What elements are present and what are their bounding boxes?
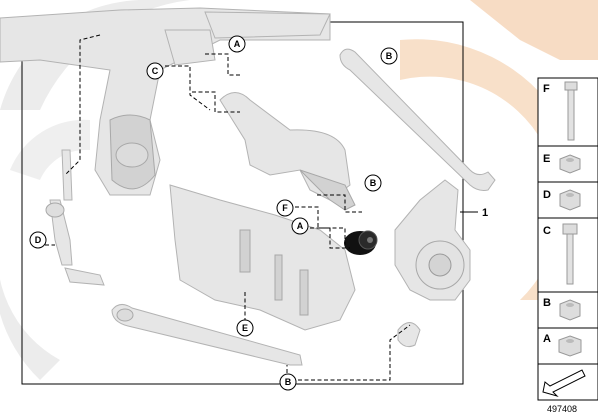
svg-text:B: B	[285, 377, 292, 387]
svg-text:F: F	[543, 83, 550, 95]
callout-b-top[interactable]: B	[380, 47, 398, 65]
bolt-short-icon	[562, 223, 578, 285]
svg-text:A: A	[543, 333, 551, 345]
panel-cell-b[interactable]: B	[543, 297, 581, 321]
callout-e-bottom[interactable]: E	[236, 319, 254, 337]
svg-text:B: B	[543, 297, 551, 309]
direction-arrow-icon	[542, 369, 586, 398]
callout-b-bottom[interactable]: B	[279, 373, 297, 391]
svg-text:E: E	[242, 323, 248, 333]
item-number-label: 1	[482, 207, 488, 219]
collar-nut-icon	[558, 335, 582, 357]
panel-cell-e[interactable]: E	[543, 153, 581, 174]
panel-cell-c[interactable]: C	[543, 223, 578, 285]
svg-text:A: A	[234, 39, 241, 49]
diagram-id: 497408	[547, 404, 577, 414]
svg-text:E: E	[543, 153, 550, 165]
svg-text:B: B	[370, 178, 377, 188]
panel-cell-d[interactable]: D	[543, 189, 581, 211]
callout-a-top[interactable]: A	[228, 35, 246, 53]
callout-a-mid[interactable]: A	[291, 217, 309, 235]
wheel-carrier	[394, 179, 471, 301]
panel-cell-f[interactable]: F	[543, 81, 578, 141]
hex-nut-icon	[559, 154, 581, 174]
svg-text:C: C	[543, 225, 551, 237]
svg-text:C: C	[152, 66, 159, 76]
bolt-long-icon	[564, 81, 578, 141]
svg-text:B: B	[386, 51, 393, 61]
callout-d-left[interactable]: D	[29, 231, 47, 249]
svg-text:D: D	[543, 189, 551, 201]
lower-trailing-link	[111, 304, 421, 366]
underbody-panel	[169, 184, 356, 331]
upper-rear-link	[339, 48, 496, 191]
svg-text:D: D	[35, 235, 42, 245]
panel-cell-a[interactable]: A	[543, 333, 582, 357]
callout-b-mid[interactable]: B	[364, 174, 382, 192]
svg-text:F: F	[282, 203, 288, 213]
flange-nut-icon	[559, 189, 581, 211]
hardware-panel	[537, 77, 598, 401]
rubber-bushing	[344, 230, 378, 255]
callout-f-mid[interactable]: F	[276, 199, 294, 217]
svg-text:A: A	[297, 221, 304, 231]
self-locking-nut-icon	[559, 299, 581, 321]
rear-axle-carrier	[0, 7, 331, 196]
callout-c-top[interactable]: C	[146, 62, 164, 80]
leader-lines	[45, 34, 478, 381]
stabilizer-link	[45, 149, 105, 286]
upper-wishbone	[219, 92, 356, 211]
